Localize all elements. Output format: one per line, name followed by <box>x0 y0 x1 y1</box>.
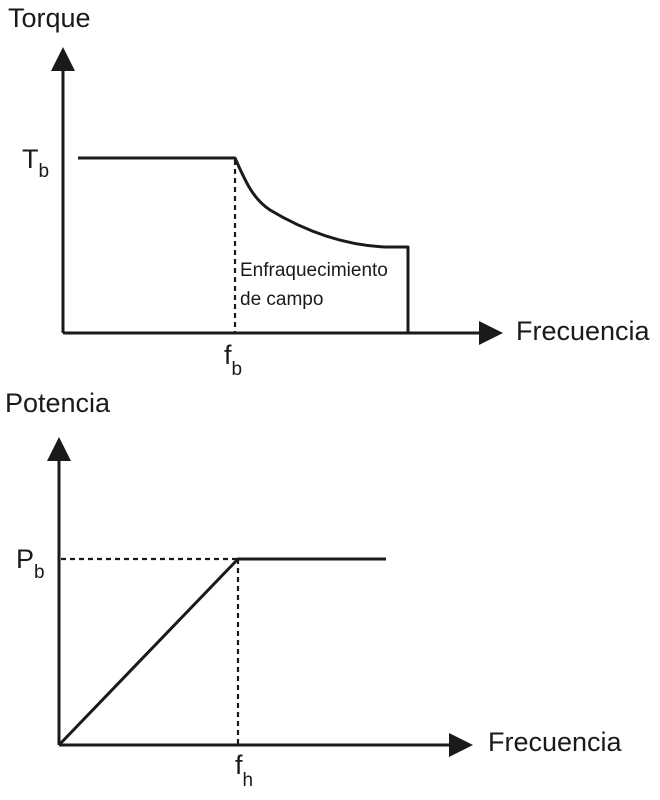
torque-x-axis-label: Frecuencia <box>516 316 651 346</box>
torque-curve <box>78 156 410 333</box>
torque-tb-label: Tb <box>22 144 49 182</box>
power-chart: Potencia Frecuencia Pb fh <box>5 388 623 791</box>
field-weakening-label-line2: de campo <box>240 289 323 310</box>
torque-chart: Torque Frecuencia Tb fb Enfraquecimiento… <box>8 3 651 380</box>
power-axis-title: Potencia <box>5 388 111 418</box>
power-x-axis-label: Frecuencia <box>488 727 623 757</box>
torque-axis-title: Torque <box>8 3 91 33</box>
torque-fb-label: fb <box>224 340 242 380</box>
power-fh-label: fh <box>235 750 253 791</box>
power-curve <box>57 557 386 747</box>
power-pb-label: Pb <box>16 544 45 583</box>
field-weakening-label-line1: Enfraquecimiento <box>240 260 388 281</box>
